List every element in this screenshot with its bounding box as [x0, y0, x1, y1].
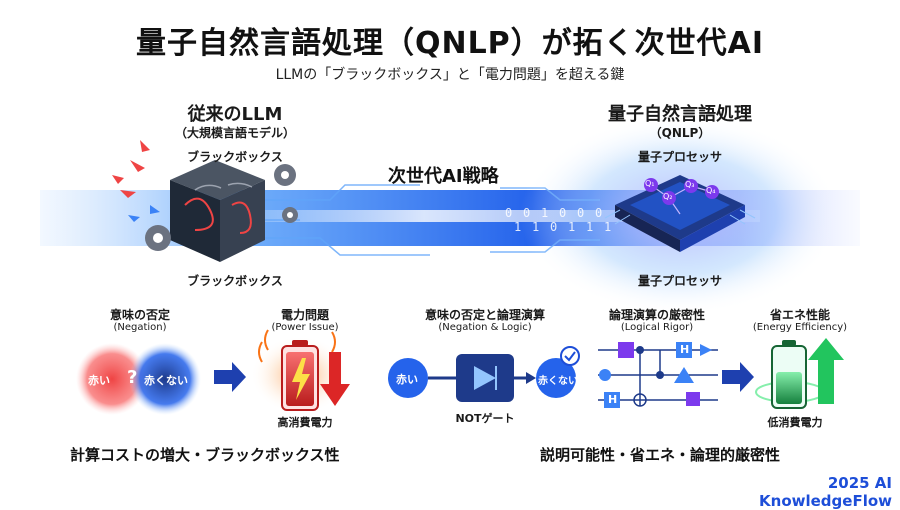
gate-box — [618, 342, 634, 358]
qubit-label: Q₄ — [706, 186, 716, 195]
negation-left-word: 赤い — [88, 374, 110, 387]
h-gate-label: H — [680, 343, 690, 356]
logic-output: 赤くない — [538, 376, 578, 387]
llm-subheading: （大規模言語モデル） — [174, 126, 295, 140]
rigor-title: 論理演算の厳密性 — [608, 308, 705, 322]
binary-digit: 1 — [541, 206, 549, 220]
page-title: 量子自然言語処理（QNLP）が拓く次世代AI — [135, 26, 765, 61]
arrow-up-icon — [808, 338, 844, 404]
negation-subtitle: (Negation) — [113, 322, 167, 333]
qnlp-heading: 量子自然言語処理 — [608, 104, 752, 125]
page-subtitle: LLMの「ブラックボックス」と「電力問題」を超える鍵 — [275, 67, 625, 83]
bottom-right-summary: 説明可能性・省エネ・論理的厳密性 — [540, 446, 781, 464]
qnlp-subheading: （QNLP） — [649, 126, 711, 140]
qubit-nodes — [644, 178, 719, 215]
black-box-cube-icon — [112, 140, 265, 262]
bottom-left-summary: 計算コストの増大・ブラックボックス性 — [70, 446, 340, 464]
black-box-label-top: ブラックボックス — [187, 150, 283, 164]
qubit-label: Q₁ — [645, 179, 655, 188]
blue-blob — [129, 343, 201, 415]
center-label: 次世代AI戦略 — [388, 166, 499, 187]
binary-digit: 1 — [514, 220, 522, 234]
efficiency-subtitle: (Energy Efficiency) — [752, 322, 848, 333]
binary-digit: 1 — [532, 220, 540, 234]
black-box-label-bottom: ブラックボックス — [187, 274, 283, 288]
quantum-processor-label-bottom: 量子プロセッサ — [637, 274, 722, 288]
efficiency-caption: 低消費電力 — [767, 416, 823, 429]
check-icon — [560, 346, 580, 366]
power-caption: 高消費電力 — [277, 416, 333, 429]
h-gate-label: H — [608, 393, 618, 406]
binary-digit: 0 — [595, 206, 603, 220]
quantum-processor-label-top: 量子プロセッサ — [637, 150, 722, 164]
not-gate-label: NOTゲート — [455, 412, 515, 425]
binary-digit: 0 — [523, 206, 531, 220]
logic-input: 赤い — [396, 373, 418, 386]
llm-heading: 従来のLLM — [187, 104, 283, 125]
qubit-label: Q₃ — [685, 180, 695, 189]
arrow-down-icon — [320, 352, 350, 406]
binary-digit: 0 — [505, 206, 513, 220]
brand-label: 2025 AI KnowledgeFlow — [759, 474, 892, 510]
binary-digit: 1 — [568, 220, 576, 234]
negation-title: 意味の否定 — [109, 308, 170, 322]
power-subtitle: (Power Issue) — [271, 322, 339, 333]
binary-digit: 0 — [550, 220, 558, 234]
logic-flow — [428, 354, 536, 402]
arrow-right-icon — [214, 362, 246, 392]
output-bubble — [536, 358, 576, 398]
logic-title: 意味の否定と論理演算 — [424, 308, 545, 322]
binary-digit: 1 — [586, 220, 594, 234]
arrow-right-icon — [722, 362, 754, 392]
battery-green-icon — [755, 340, 825, 409]
qubit-label: Q₂ — [663, 192, 673, 201]
input-bubble — [388, 358, 428, 398]
binary-digit: 1 — [604, 220, 612, 234]
rigor-subtitle: (Logical Rigor) — [620, 322, 694, 333]
binary-digit: 0 — [577, 206, 585, 220]
question-mark-icon: ? — [127, 367, 138, 388]
power-title: 電力問題 — [280, 308, 329, 322]
red-blob — [76, 343, 148, 415]
battery-hot-icon — [258, 329, 336, 411]
logic-subtitle: (Negation & Logic) — [438, 322, 532, 333]
efficiency-title: 省エネ性能 — [769, 308, 830, 322]
binary-digit: 0 — [559, 206, 567, 220]
gear-icon — [145, 164, 298, 251]
negation-right-word: 赤くない — [144, 374, 188, 387]
